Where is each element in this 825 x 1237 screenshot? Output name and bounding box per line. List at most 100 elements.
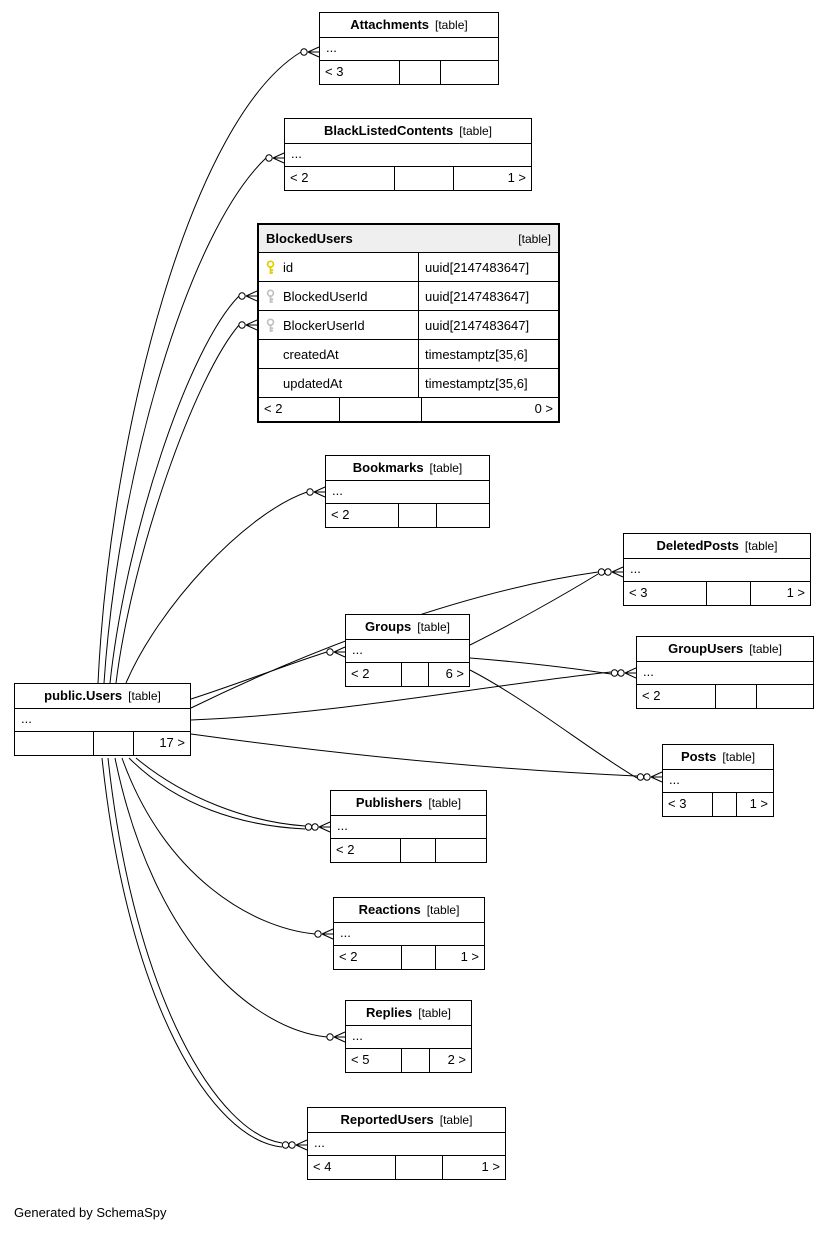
table-node-publishers[interactable]: Publishers [table] ... < 2 <box>330 790 487 863</box>
relationship-line <box>128 757 306 830</box>
column-row-updatedat: updatedAt timestamptz[35,6] <box>259 369 558 398</box>
table-header: public.Users [table] <box>15 684 190 709</box>
column-row-blockeruserid: BlockerUserId uuid[2147483647] <box>259 311 558 340</box>
collapsed-columns-row: ... <box>326 481 489 504</box>
relationship-line <box>190 671 612 721</box>
collapsed-columns-row: ... <box>285 144 531 167</box>
table-name: Publishers <box>355 795 423 810</box>
collapsed-columns-row: ... <box>15 709 190 732</box>
footer-parents-count: 1 > <box>750 582 810 605</box>
footer-children-count: < 2 <box>642 688 661 703</box>
foreign-key-icon <box>266 317 275 332</box>
footer-parents-count <box>440 61 498 84</box>
relationship-line <box>121 757 316 935</box>
table-name: Attachments <box>350 17 430 32</box>
table-node-groups[interactable]: Groups [table] ... < 2 6 > <box>345 614 470 687</box>
footer-children-count: < 3 <box>325 64 344 79</box>
column-name-cell: BlockedUserId <box>259 282 419 310</box>
footer-parents-count: 6 > <box>427 663 469 686</box>
column-name-cell: createdAt <box>259 340 419 368</box>
footer-mid-cell <box>400 663 428 686</box>
table-header: BlockedUsers [table] <box>259 225 558 253</box>
table-type-tag: [table] <box>426 903 460 917</box>
table-footer: < 3 1 > <box>663 793 773 816</box>
footer-parents-count: 1 > <box>434 946 484 969</box>
foreign-key-icon <box>266 288 275 303</box>
many-end-marker <box>238 290 258 302</box>
table-footer: < 4 1 > <box>308 1156 505 1179</box>
table-node-attachments[interactable]: Attachments [table] ... < 3 <box>319 12 499 85</box>
relationship-line <box>135 757 306 827</box>
footer-children-count <box>15 732 93 755</box>
relationship-line <box>107 757 283 1144</box>
collapsed-columns-row: ... <box>663 770 773 793</box>
footer-children-count: < 2 <box>331 507 350 522</box>
footer-mid-cell <box>401 1049 429 1072</box>
table-type-tag: [table] <box>749 642 782 656</box>
many-end-marker <box>281 1139 308 1151</box>
table-node-reportedusers[interactable]: ReportedUsers [table] ... < 4 1 > <box>307 1107 506 1180</box>
table-footer: 17 > <box>15 732 190 755</box>
column-row-id: id uuid[2147483647] <box>259 253 558 282</box>
footer-mid-cell <box>92 732 134 755</box>
table-node-groupusers[interactable]: GroupUsers [table] ... < 2 <box>636 636 814 709</box>
collapsed-columns-row: ... <box>624 559 810 582</box>
table-footer: < 2 0 > <box>259 398 558 421</box>
table-header: Replies [table] <box>346 1001 471 1026</box>
column-name: BlockerUserId <box>283 317 365 333</box>
table-header: Publishers [table] <box>331 791 486 816</box>
footer-children-count: < 2 <box>264 401 283 416</box>
table-footer: < 2 <box>331 839 486 862</box>
column-type: uuid[2147483647] <box>425 288 530 304</box>
footer-children-count: < 2 <box>336 842 355 857</box>
relationship-line <box>109 295 240 684</box>
relationship-line <box>469 657 612 675</box>
table-name: Reactions <box>358 902 421 917</box>
column-name: id <box>283 259 294 275</box>
table-type-tag: [table] <box>744 539 778 553</box>
footer-children-count: < 5 <box>351 1052 370 1067</box>
many-end-marker <box>306 486 326 498</box>
table-node-bookmarks[interactable]: Bookmarks [table] ... < 2 <box>325 455 490 528</box>
many-end-marker <box>636 771 663 783</box>
table-node-blockedusers[interactable]: BlockedUsers [table] id uuid[2147483647]… <box>257 223 560 423</box>
column-name: updatedAt <box>283 375 343 391</box>
table-node-deletedposts[interactable]: DeletedPosts [table] ... < 3 1 > <box>623 533 811 606</box>
relationship-line <box>469 573 599 646</box>
column-type: uuid[2147483647] <box>425 317 530 333</box>
many-end-marker <box>300 46 320 58</box>
table-name: public.Users <box>44 688 123 703</box>
column-name: createdAt <box>283 346 339 362</box>
footer-parents-count: 1 > <box>441 1156 505 1179</box>
table-name: BlackListedContents <box>323 123 454 138</box>
many-end-marker <box>238 319 258 331</box>
table-node-posts[interactable]: Posts [table] ... < 3 1 > <box>662 744 774 817</box>
table-node-reactions[interactable]: Reactions [table] ... < 2 1 > <box>333 897 485 970</box>
table-footer: < 2 1 > <box>285 167 531 190</box>
many-end-marker <box>597 566 624 578</box>
many-end-marker <box>326 1031 346 1043</box>
table-header: ReportedUsers [table] <box>308 1108 505 1133</box>
footer-parents-count <box>435 504 489 527</box>
footer-mid-cell <box>715 685 756 708</box>
footer-children-count: < 2 <box>290 170 309 185</box>
table-header: Reactions [table] <box>334 898 484 923</box>
table-type-tag: [table] <box>435 18 468 32</box>
table-node-blacklistedcontents[interactable]: BlackListedContents [table] ... < 2 1 > <box>284 118 532 191</box>
table-node-public-users[interactable]: public.Users [table] ... 17 > <box>14 683 191 756</box>
table-type-tag: [table] <box>418 1006 451 1020</box>
footer-parents-count <box>756 685 813 708</box>
relationship-line <box>190 651 328 700</box>
relationship-line <box>103 157 267 684</box>
table-footer: < 3 <box>320 61 498 84</box>
footer-parents-count <box>435 839 486 862</box>
collapsed-columns-row: ... <box>320 38 498 61</box>
footer-children-count: < 2 <box>351 666 370 681</box>
column-type: uuid[2147483647] <box>425 259 530 275</box>
footer-children-count: < 4 <box>313 1159 332 1174</box>
table-name: Replies <box>366 1005 413 1020</box>
table-node-replies[interactable]: Replies [table] ... < 5 2 > <box>345 1000 472 1073</box>
table-footer: < 5 2 > <box>346 1049 471 1072</box>
table-type-tag: [table] <box>428 796 462 810</box>
table-type-tag: [table] <box>429 461 463 475</box>
